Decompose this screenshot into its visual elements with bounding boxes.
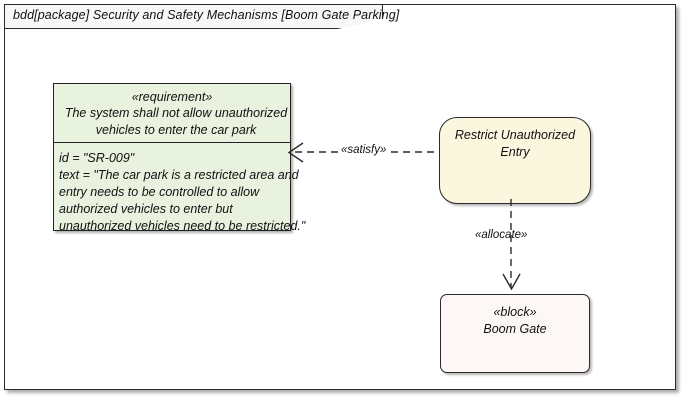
requirement-title-line-2: vehicles to enter the car park [95,123,257,137]
requirement-attribute-id: id = "SR-009" [59,151,135,165]
restrict-node-label-line-2: Entry [500,145,530,159]
requirement-title-line-1: The system shall not allow unauthorized [64,106,288,120]
restrict-node-label-line-1: Restrict Unauthorized [454,128,576,142]
requirement-node-header: «requirement» The system shall not allow… [54,84,290,143]
requirement-node-body: id = "SR-009" text = "The car park is a … [54,144,305,233]
diagram-header-label: bdd[package] Security and Safety Mechani… [13,8,400,22]
diagram-frame: bdd[package] Security and Safety Mechani… [4,4,676,390]
boom-gate-block-node[interactable]: «block» Boom Gate [440,294,590,373]
block-stereotype-label: «block» [493,305,537,319]
requirement-attribute-text-line-3: authorized vehicles to enter but [59,202,233,216]
requirement-attribute-text-line-1: text = "The car park is a restricted are… [59,168,299,182]
requirement-node[interactable]: «requirement» The system shall not allow… [53,83,305,233]
allocate-edge-label: «allocate» [475,229,528,241]
diagram-header-tab [5,5,383,29]
block-name-label: Boom Gate [483,322,547,336]
requirement-attribute-text-line-4: unauthorized vehicles need to be restric… [59,219,306,233]
requirement-stereotype-label: «requirement» [131,90,213,104]
restrict-node-label: Restrict Unauthorized Entry [449,127,581,161]
requirement-attribute-text-line-2: entry needs to be controlled to allow [59,185,260,199]
satisfy-edge-label: «satisfy» [339,144,389,156]
restrict-unauthorized-entry-node[interactable]: Restrict Unauthorized Entry [439,117,591,204]
